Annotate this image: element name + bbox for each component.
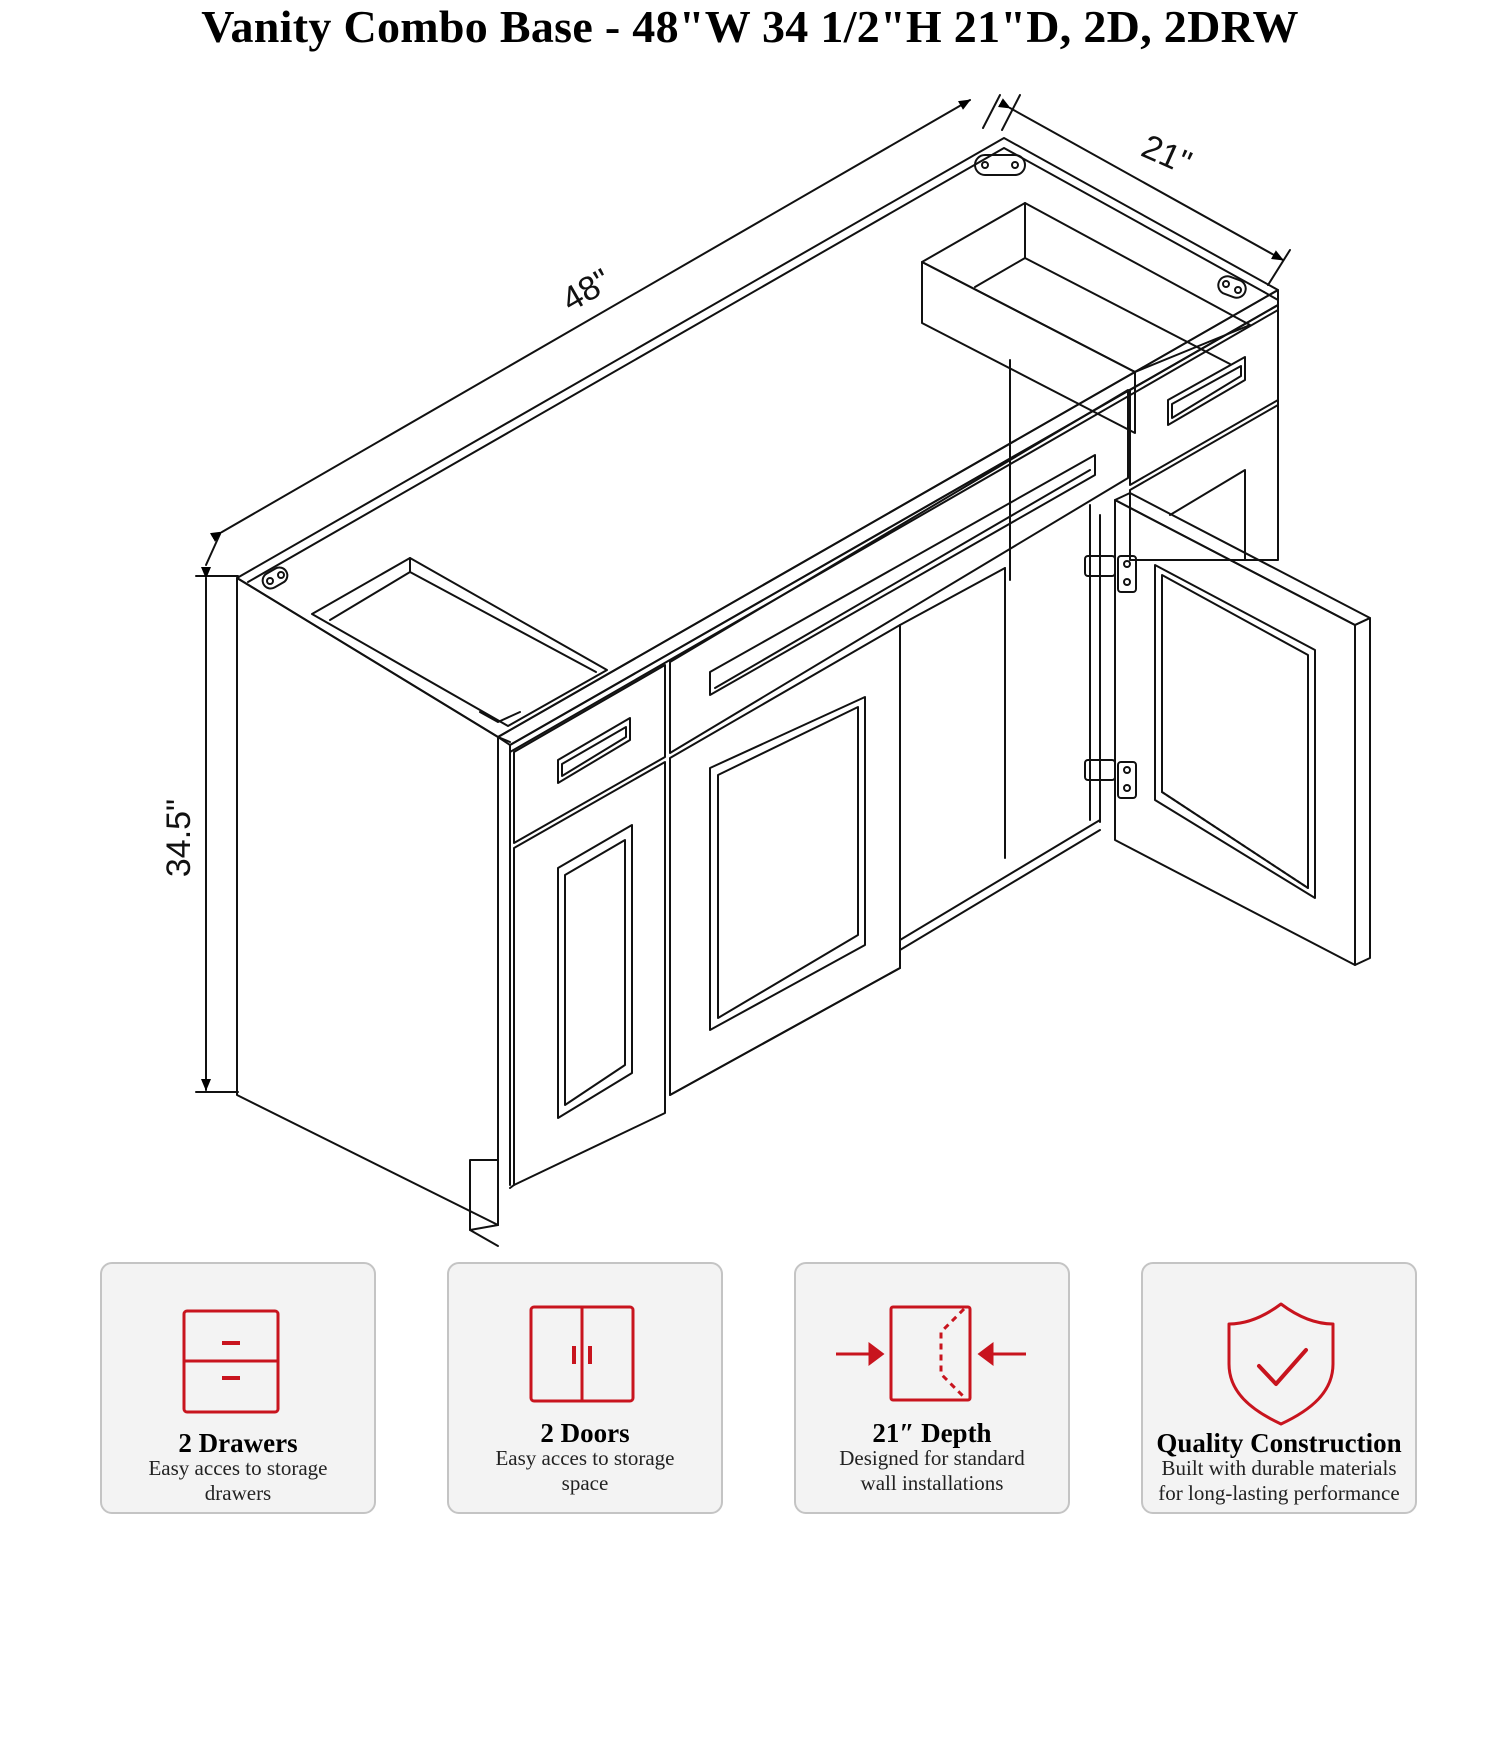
feature-card-doors: 2 Doors Easy acces to storage space (447, 1262, 723, 1514)
width-dimension-line (205, 94, 1001, 566)
feature-card-depth: 21″ Depth Designed for standard wall ins… (794, 1262, 1070, 1514)
right-drawer-box (921, 202, 1251, 434)
right-fixed-door (1129, 404, 1279, 561)
feature-desc-line1: Easy acces to storage (148, 1456, 328, 1480)
feature-cards: 2 Drawers Easy acces to storage drawers … (100, 1262, 1417, 1518)
depth-label: 21" (1136, 127, 1197, 182)
corner-bracket-front (479, 711, 521, 723)
feature-title: 2 Drawers (178, 1428, 298, 1458)
feature-card-quality: Quality Construction Built with durable … (1141, 1262, 1417, 1514)
feature-desc-line2: wall installations (860, 1471, 1004, 1495)
open-door (1114, 492, 1371, 966)
feature-title: Quality Construction (1156, 1428, 1402, 1458)
feature-desc-line1: Designed for standard (839, 1446, 1025, 1470)
center-door (669, 624, 901, 1096)
feature-desc-line2: for long-lasting performance (1158, 1481, 1400, 1505)
drawers-icon (182, 1309, 280, 1414)
width-label: 48" (555, 262, 617, 320)
feature-card-drawers: 2 Drawers Easy acces to storage drawers (100, 1262, 376, 1514)
corner-bracket-right (1217, 275, 1247, 299)
left-end-panel (236, 577, 499, 1247)
hinge-bottom (1084, 759, 1137, 799)
corner-bracket-left (261, 566, 289, 590)
feature-desc-line1: Easy acces to storage (495, 1446, 675, 1470)
depth-icon (836, 1305, 1026, 1402)
feature-title: 2 Doors (540, 1418, 630, 1448)
depth-dimension-line (997, 94, 1291, 286)
hinge-top (1084, 555, 1137, 593)
cabinet-top-frame (236, 137, 1279, 743)
height-dimension-line (195, 567, 239, 1093)
corner-bracket-back (974, 154, 1026, 176)
center-drawer-front (669, 389, 1129, 754)
cabinet-interior (669, 504, 1101, 1096)
shield-check-icon (1227, 1302, 1335, 1426)
cabinet-drawing: 48" 21" 34.5" (160, 94, 1371, 1247)
left-door (509, 761, 666, 1189)
feature-desc-line1: Built with durable materials (1161, 1456, 1397, 1480)
left-drawer-front (513, 664, 666, 844)
doors-icon (529, 1305, 635, 1403)
height-label: 34.5" (160, 799, 198, 877)
feature-desc-line2: drawers (204, 1481, 272, 1505)
feature-title: 21″ Depth (872, 1418, 992, 1448)
left-drawer-box (311, 557, 608, 727)
feature-desc-line2: space (561, 1471, 609, 1495)
page-title: Vanity Combo Base - 48"W 34 1/2"H 21"D, … (201, 1, 1299, 52)
right-drawer-front (1129, 304, 1279, 486)
